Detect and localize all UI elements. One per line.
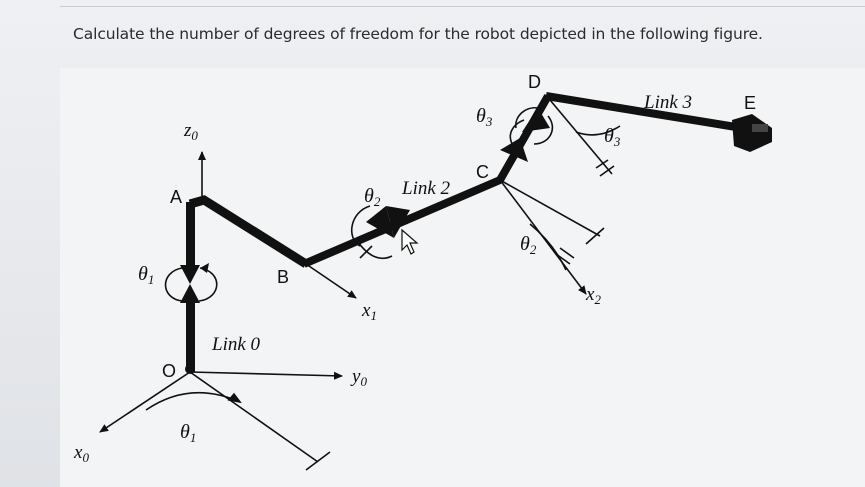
link-1 bbox=[188, 195, 357, 299]
theta2-arc bbox=[529, 223, 567, 271]
link0-post bbox=[186, 296, 195, 372]
joint1-arc-right bbox=[198, 267, 218, 302]
link-2 bbox=[302, 176, 605, 295]
robot-diagram: A B C D E O Link 0 Link 2 Link 3 z0 y0 x… bbox=[73, 72, 772, 471]
joint3-arc-a bbox=[509, 119, 525, 151]
top-divider bbox=[60, 6, 865, 7]
label-link2: Link 2 bbox=[401, 178, 451, 199]
theta3-arc bbox=[575, 125, 621, 136]
end-effector-slot bbox=[752, 124, 768, 132]
robot-figure: A B C D E O Link 0 Link 2 Link 3 z0 y0 x… bbox=[60, 68, 865, 487]
label-link0: Link 0 bbox=[211, 334, 261, 355]
label-theta3-arc: θ3 bbox=[604, 125, 621, 149]
origin-point bbox=[185, 364, 195, 374]
label-x0: x0 bbox=[73, 442, 89, 465]
x1-axis bbox=[305, 263, 357, 299]
link1-bar bbox=[188, 195, 309, 268]
label-link3: Link 3 bbox=[643, 92, 692, 113]
label-y0: y0 bbox=[350, 366, 367, 389]
joint1-arc-left bbox=[164, 267, 183, 302]
label-b: B bbox=[277, 267, 289, 287]
joint1-upper-cone bbox=[180, 265, 200, 284]
base-rotated-axis bbox=[189, 371, 319, 463]
theta2-tick-b bbox=[559, 247, 575, 259]
link2-rotated-axis bbox=[499, 179, 601, 237]
link-0 bbox=[185, 296, 195, 374]
link3-bar bbox=[545, 92, 743, 132]
joint-3 bbox=[496, 94, 554, 182]
link3-rotated-tick-a bbox=[595, 159, 609, 169]
joint1-lower-cone bbox=[180, 284, 200, 303]
base-arc-arrow bbox=[227, 392, 242, 404]
link2-rotated-tick bbox=[585, 227, 605, 245]
mouse-cursor-icon bbox=[401, 228, 419, 255]
joint3-arc-b bbox=[533, 115, 554, 145]
joint3-arc-c bbox=[515, 106, 539, 129]
link-3 bbox=[545, 92, 772, 177]
joint3-cone-lower bbox=[500, 138, 528, 162]
label-o: O bbox=[162, 361, 176, 381]
label-d: D bbox=[528, 72, 541, 92]
link3-rotated-tick-b bbox=[599, 165, 615, 177]
joint1-upper-post bbox=[186, 202, 195, 272]
question-text: Calculate the number of degrees of freed… bbox=[73, 25, 763, 43]
label-theta2-joint: θ2 bbox=[364, 185, 381, 209]
joint2-arc-a bbox=[350, 205, 371, 247]
x0-axis bbox=[99, 371, 191, 433]
y0-axis bbox=[189, 371, 343, 380]
joint2-cone-right bbox=[386, 206, 410, 238]
end-effector bbox=[732, 114, 772, 152]
joint-1 bbox=[164, 151, 218, 303]
label-c: C bbox=[476, 162, 489, 182]
link-cd-bar bbox=[496, 94, 552, 182]
base-axes bbox=[99, 371, 343, 471]
link3-rotated-axis bbox=[549, 99, 613, 175]
label-x2: x2 bbox=[585, 284, 601, 307]
label-e: E bbox=[744, 93, 756, 113]
label-theta2-arc: θ2 bbox=[520, 233, 537, 257]
label-theta1-base: θ1 bbox=[180, 421, 196, 445]
label-theta1-joint: θ1 bbox=[138, 263, 154, 287]
joint2-tick bbox=[359, 245, 373, 259]
joint2-arc-b bbox=[357, 241, 393, 260]
label-z0: z0 bbox=[183, 120, 198, 143]
label-a: A bbox=[170, 187, 182, 207]
theta2-tick-a bbox=[555, 253, 571, 265]
base-theta-arc bbox=[145, 391, 241, 411]
joint3-cone-upper bbox=[522, 108, 550, 132]
joint2-cone-left bbox=[366, 206, 394, 238]
label-theta3-joint: θ3 bbox=[476, 105, 493, 129]
joint1-arc-arrow bbox=[200, 263, 209, 273]
label-x1: x1 bbox=[361, 300, 377, 323]
base-rotated-tick bbox=[305, 451, 331, 471]
